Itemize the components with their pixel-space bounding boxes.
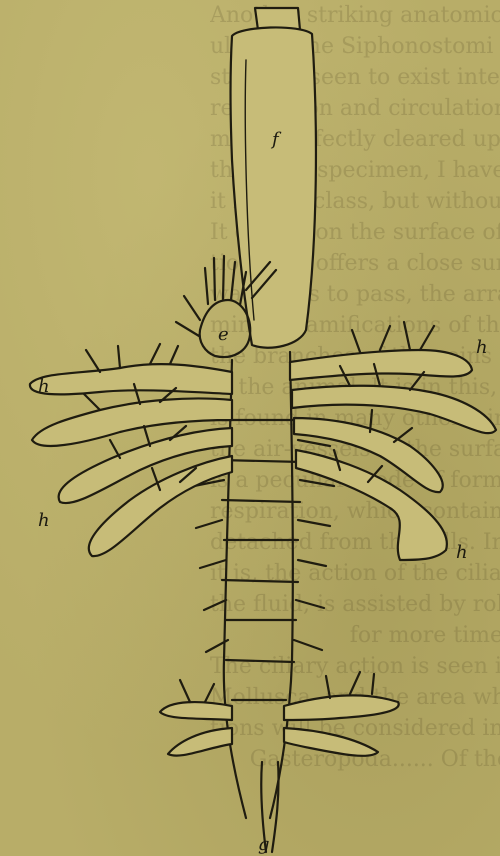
label-g: g <box>258 834 270 855</box>
organ-f-sac <box>231 8 316 348</box>
label-h-lower-right: h <box>456 542 468 563</box>
lobes-h-left <box>30 344 232 556</box>
lower-fringe <box>160 672 399 756</box>
label-h-lower-left: h <box>38 510 50 531</box>
label-e-top: e <box>218 324 229 345</box>
label-h-right: h <box>476 337 488 358</box>
label-h-left: h <box>38 376 50 397</box>
